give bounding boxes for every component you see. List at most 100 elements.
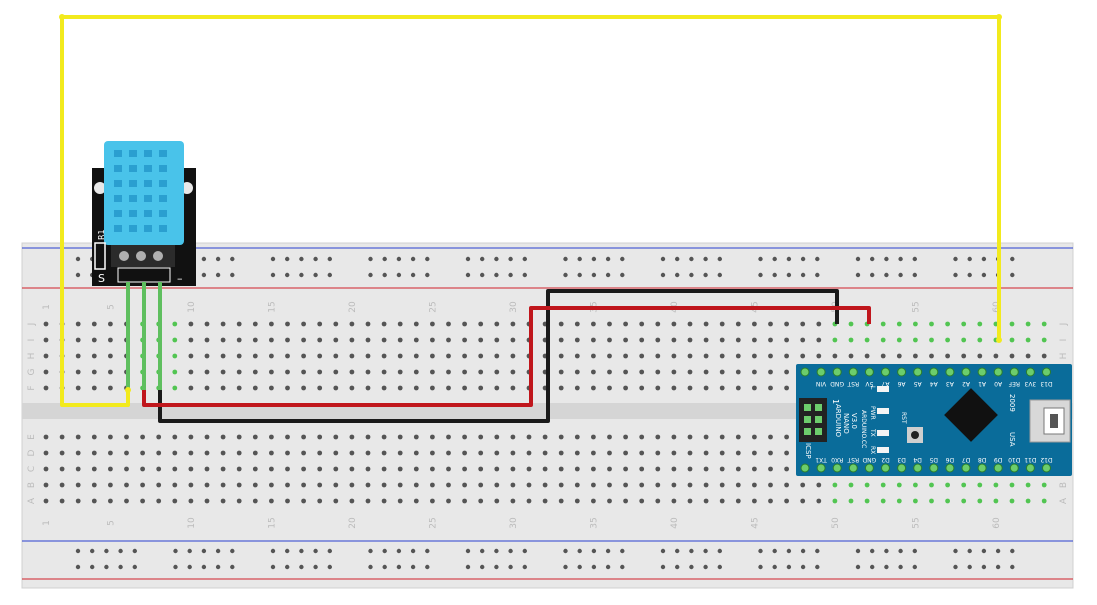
- breadboard-hole: [945, 482, 950, 488]
- breadboard-hole: [75, 498, 81, 504]
- reset-button-cap[interactable]: [911, 431, 919, 439]
- ground-wire: [158, 289, 839, 423]
- breadboard-hole: [220, 434, 226, 440]
- breadboard-hole: [896, 337, 902, 343]
- breadboard-hole: [542, 434, 548, 440]
- breadboard-hole: [735, 466, 741, 472]
- rail-hole: [494, 564, 499, 570]
- breadboard-hole: [526, 498, 532, 504]
- arduino-pin: [929, 367, 939, 377]
- grille-slot: [159, 210, 167, 217]
- breadboard-hole: [301, 337, 306, 343]
- breadboard-hole: [526, 482, 532, 488]
- breadboard-hole: [269, 466, 274, 472]
- rail-hole: [104, 564, 109, 570]
- breadboard-hole: [43, 385, 49, 391]
- column-number: 5: [106, 304, 116, 310]
- rail-hole: [675, 272, 680, 278]
- breadboard-hole: [864, 353, 870, 359]
- rail-hole: [410, 256, 416, 262]
- breadboard-hole: [462, 450, 467, 456]
- arduino-pin: [832, 463, 842, 473]
- breadboard-hole: [462, 337, 467, 343]
- arduino-pin: [977, 463, 987, 473]
- arduino-pin: [977, 367, 987, 377]
- breadboard-hole: [285, 482, 290, 488]
- breadboard-hole: [430, 321, 435, 327]
- breadboard-hole: [977, 498, 983, 504]
- breadboard-hole: [188, 482, 194, 488]
- arduino-pin: [897, 463, 907, 473]
- breadboard-hole: [172, 353, 178, 359]
- rail-hole: [327, 548, 332, 554]
- breadboard-hole: [655, 450, 661, 456]
- rail-hole: [522, 256, 527, 262]
- icsp-pin: [815, 416, 822, 423]
- pin-label: A7: [881, 380, 889, 387]
- rail-hole: [815, 272, 820, 278]
- breadboard-hole: [735, 450, 741, 456]
- rail-hole: [660, 272, 666, 278]
- breadboard-hole: [961, 353, 967, 359]
- breadboard-hole: [43, 482, 49, 488]
- rail-hole: [508, 272, 513, 278]
- sensor-pin: [119, 251, 129, 261]
- breadboard-hole: [510, 369, 516, 375]
- rail-hole: [480, 564, 485, 570]
- rail-hole: [772, 256, 777, 262]
- breadboard-hole: [671, 369, 677, 375]
- breadboard-hole: [188, 434, 194, 440]
- breadboard-hole: [220, 482, 226, 488]
- rail-hole: [953, 564, 958, 570]
- breadboard-hole: [59, 434, 65, 440]
- arduino-pin: [881, 463, 890, 473]
- breadboard-hole: [124, 466, 129, 472]
- rail-hole: [981, 272, 987, 278]
- breadboard-hole: [494, 321, 500, 327]
- rail-hole: [465, 256, 471, 262]
- breadboard-hole: [800, 337, 806, 343]
- arduino-pin: [993, 463, 1003, 473]
- rail-hole: [855, 256, 861, 262]
- rail-hole: [703, 564, 708, 570]
- rail-hole: [884, 548, 889, 554]
- rail-hole: [1010, 548, 1015, 554]
- breadboard-hole: [204, 466, 210, 472]
- arduino-pin: [1009, 367, 1019, 377]
- breadboard-hole: [236, 353, 242, 359]
- breadboard-hole: [510, 498, 516, 504]
- breadboard-hole: [993, 482, 999, 488]
- rail-hole: [620, 256, 625, 262]
- breadboard-hole: [333, 385, 339, 391]
- breadboard-hole: [108, 498, 113, 504]
- breadboard-hole: [494, 466, 500, 472]
- breadboard-hole: [252, 353, 258, 359]
- breadboard-hole: [623, 369, 628, 375]
- breadboard-hole: [623, 498, 628, 504]
- led-label: L: [869, 386, 876, 390]
- breadboard-hole: [719, 466, 725, 472]
- rail-hole: [703, 548, 708, 554]
- arduino-pin: [1042, 367, 1051, 377]
- breadboard-hole: [961, 321, 967, 327]
- breadboard-hole: [75, 466, 81, 472]
- rail-hole: [230, 564, 235, 570]
- breadboard-hole: [768, 385, 773, 391]
- breadboard-hole: [285, 434, 290, 440]
- rail-hole: [717, 256, 722, 262]
- breadboard-hole: [301, 450, 306, 456]
- pin-label: D8: [978, 456, 987, 463]
- column-number: 60: [992, 301, 1002, 313]
- breadboard-holes: [43, 256, 1047, 570]
- breadboard-hole: [977, 321, 983, 327]
- rail-hole: [270, 548, 276, 554]
- breadboard-hole: [639, 482, 645, 488]
- rail-hole: [884, 272, 889, 278]
- breadboard-hole: [478, 385, 484, 391]
- breadboard-hole: [574, 385, 580, 391]
- breadboard-hole: [59, 450, 65, 456]
- breadboard-hole: [558, 337, 564, 343]
- breadboard-hole: [752, 369, 757, 375]
- breadboard-hole: [494, 450, 500, 456]
- breadboard-hole: [526, 434, 532, 440]
